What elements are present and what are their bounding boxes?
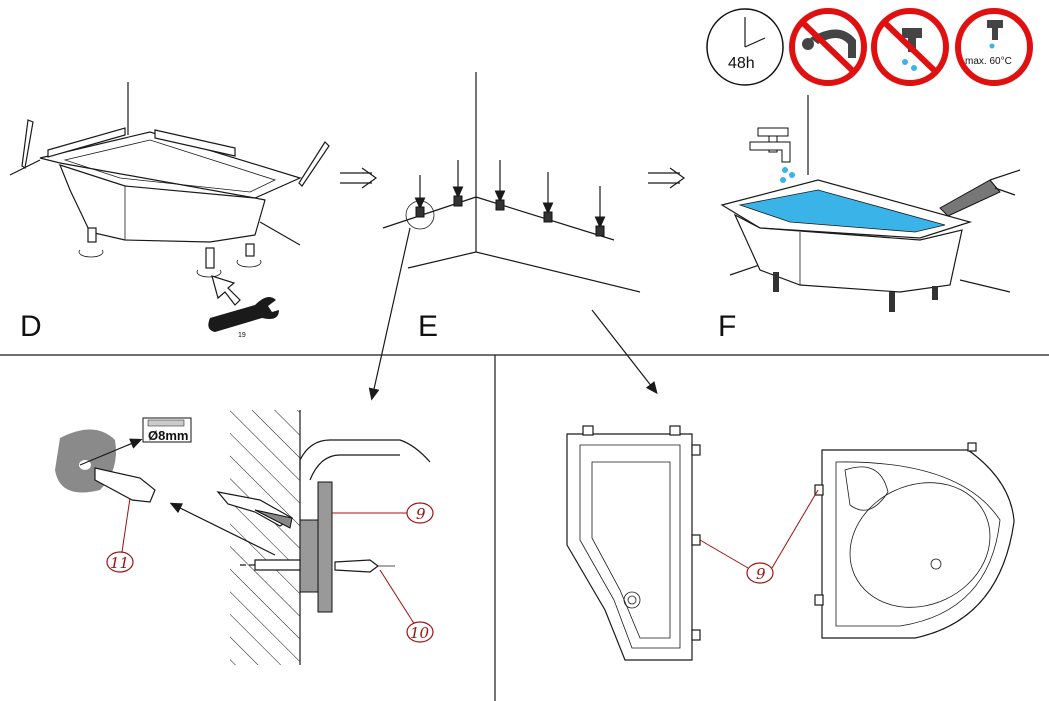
- step-label-d: D: [20, 310, 42, 343]
- wait-time: 48h: [728, 55, 755, 72]
- no-shower-icon: [789, 8, 867, 86]
- no-tap-icon: [871, 8, 949, 86]
- drain-inner: [627, 595, 637, 605]
- sealant-nozzle: [254, 509, 293, 529]
- step-label-e: E: [418, 310, 438, 343]
- asymmetric-bath-top-view: [566, 425, 701, 661]
- floor-line-e-2: [475, 251, 641, 293]
- bracket-mark-7: [814, 484, 824, 496]
- clock-icon: 48h: [706, 8, 784, 86]
- adjustable-foot: [78, 227, 104, 258]
- bracket-mark-2: [669, 425, 681, 436]
- wall-hatch: [230, 410, 300, 665]
- callout-10-label: 10: [410, 624, 430, 642]
- panel-d: 19 D: [9, 82, 330, 343]
- foot-f: [773, 272, 938, 312]
- max-temperature-icon: max. 60°C: [955, 8, 1033, 86]
- drain-2: [930, 558, 942, 570]
- step-arrow: [340, 167, 378, 189]
- support-rail: [47, 127, 126, 158]
- asym-outline: [566, 433, 693, 661]
- panel-f: F: [718, 95, 1021, 343]
- bracket-mark-4: [691, 534, 701, 546]
- floor-line-e: [407, 251, 477, 269]
- bathtub-body: [58, 164, 266, 243]
- step-arrow-2: [648, 167, 686, 189]
- warning-icons: 48h max. 60°C: [706, 8, 1033, 86]
- max-temperature: max. 60°C: [965, 56, 1012, 67]
- corner-basin: [849, 482, 991, 608]
- sealant-gun-handle: [989, 169, 1021, 196]
- asym-inner: [579, 444, 681, 649]
- bathtub-inner: [63, 139, 277, 193]
- callout-9b-line-2: [771, 489, 819, 569]
- corner-outline: [821, 449, 1015, 639]
- callout-9b-line: [699, 539, 749, 569]
- callout-9b-label: 9: [756, 565, 766, 583]
- drill-bit-icon: [147, 419, 185, 427]
- bracket-mark: [582, 425, 594, 436]
- step-label-f: F: [718, 310, 736, 343]
- wrench-icon: [208, 296, 279, 332]
- panel-e: E: [372, 72, 656, 398]
- callout-10-badge: [406, 621, 434, 643]
- floor-line-f-2: [959, 279, 1011, 293]
- bracket-mark-6: [967, 442, 977, 452]
- pencil-icon: [21, 119, 34, 170]
- tap-icon: [749, 127, 795, 183]
- drill-diameter: Ø8mm: [148, 428, 188, 443]
- callout-11-label: 11: [110, 554, 129, 572]
- bathtub-rim: [39, 131, 302, 199]
- pencil-icon-2: [298, 141, 330, 187]
- screw: [334, 559, 379, 573]
- wrench-size: 19: [238, 332, 246, 339]
- bath-edge-profile: [299, 439, 431, 470]
- callout-9-label: 9: [416, 505, 426, 523]
- wall-detail: Ø8mm 9 10 11: [55, 410, 434, 665]
- seat-recess: [844, 466, 889, 511]
- support-rail-2: [154, 129, 236, 157]
- floor-line-right: [259, 221, 301, 246]
- water-fill: [738, 189, 946, 233]
- plate-pointer: [79, 440, 140, 466]
- drain: [623, 591, 641, 609]
- wall-bracket-flange: [317, 481, 333, 613]
- adjustable-foot-3: [236, 243, 262, 268]
- adjust-arrow-icon: [211, 275, 241, 306]
- callout-11-badge: [106, 551, 134, 573]
- dowel-icon: [94, 467, 156, 503]
- dowel-arrow: [172, 504, 276, 556]
- corner-bath-top-view: [814, 442, 1015, 639]
- callout-9-badge: [406, 502, 434, 524]
- callout-10-line: [379, 569, 416, 626]
- sealant-gun-icon: [939, 179, 1001, 217]
- corner-inner: [835, 461, 1001, 627]
- wall-brackets: [416, 160, 604, 237]
- asym-basin: [591, 461, 671, 639]
- detail-pointer: [372, 227, 411, 398]
- panel-dividers: [0, 354, 1049, 701]
- bracket-mark-5: [691, 629, 701, 641]
- wall-bracket: [299, 519, 321, 593]
- bracket-mark-8: [814, 594, 824, 606]
- detail-pointer-2: [591, 309, 656, 392]
- drill-hole: [79, 460, 91, 470]
- callout-11-line: [121, 497, 131, 553]
- bath-edge-profile-2: [309, 454, 400, 481]
- wall-plug: [254, 559, 301, 571]
- bracket-mark-3: [691, 444, 701, 456]
- callout-9b-badge: [746, 562, 774, 584]
- top-views: 9: [566, 425, 1015, 661]
- adjustable-foot-2: [196, 247, 222, 278]
